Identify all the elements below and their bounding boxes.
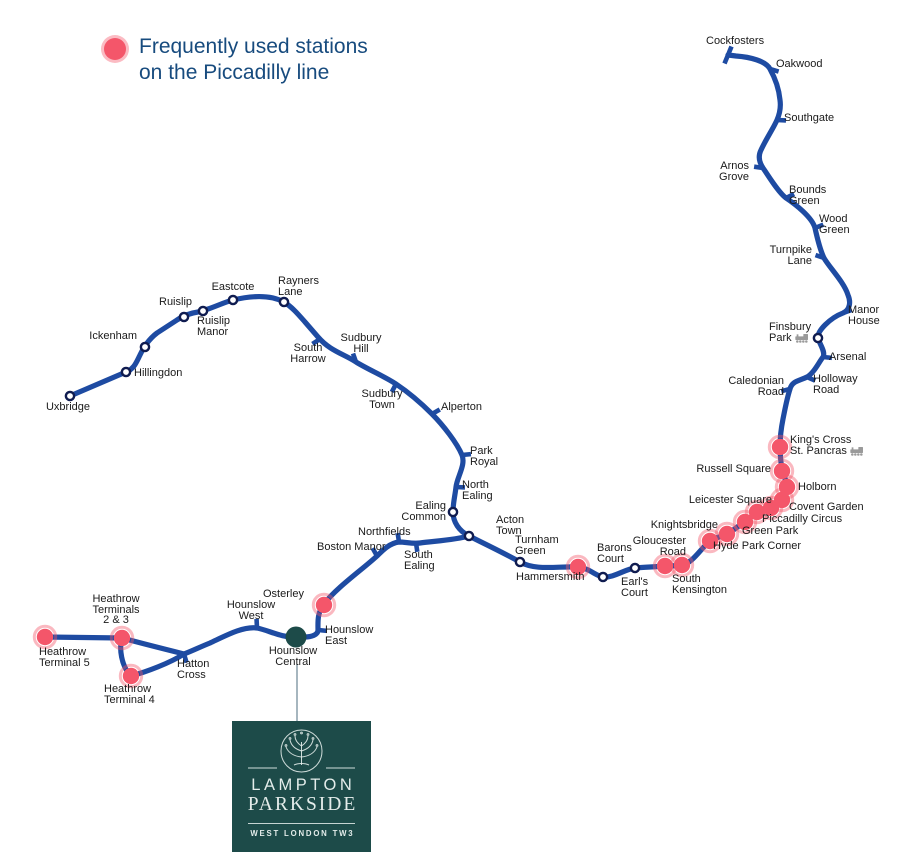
- station-kings-cross-st-pancras-frequent-marker: [771, 438, 789, 456]
- station-alperton-tick: [430, 407, 441, 416]
- station-ickenham-interchange-marker: [139, 341, 151, 353]
- station-covent-garden-frequent-marker: [773, 491, 791, 509]
- station-bounds-green-tick: [784, 191, 796, 201]
- station-turnham-green-interchange-marker: [514, 556, 526, 568]
- cockfosters-terminus-bar: [722, 45, 734, 65]
- station-ealing-common-interchange-marker: [447, 506, 459, 518]
- station-south-ealing-tick: [413, 542, 420, 553]
- station-russell-square-halo: [769, 458, 795, 484]
- legend-line-1: Frequently used stations: [139, 35, 368, 58]
- station-barons-court-interchange-marker: [597, 571, 609, 583]
- station-hyde-park-corner-halo: [714, 521, 740, 547]
- station-park-royal-tick: [461, 451, 472, 458]
- station-heathrow-terminal-4-frequent-marker: [122, 667, 140, 685]
- station-rayners-lane-interchange-marker: [278, 296, 290, 308]
- rail-line-terminal5-link: [42, 634, 125, 641]
- logo-divider: [248, 823, 355, 824]
- logo-name-line-2: PARKSIDE: [247, 794, 358, 815]
- station-hammersmith-frequent-marker: [569, 558, 587, 576]
- legend-line-2: on the Piccadilly line: [139, 61, 330, 84]
- station-osterley-halo: [311, 592, 337, 618]
- station-hounslow-central-highlight-marker: [285, 626, 307, 648]
- station-oakwood-tick: [769, 66, 780, 74]
- station-gloucester-road-frequent-marker: [656, 557, 674, 575]
- station-holborn-frequent-marker: [778, 478, 796, 496]
- station-arnos-grove-tick: [753, 164, 764, 171]
- station-hammersmith-halo: [565, 554, 591, 580]
- station-heathrow-terminal-5-frequent-marker: [36, 628, 54, 646]
- station-ruislip-interchange-marker: [178, 311, 190, 323]
- station-holloway-road-tick: [806, 374, 817, 383]
- station-finsbury-park-interchange-marker: [812, 332, 824, 344]
- frequent-station-legend-icon: [104, 38, 126, 60]
- station-green-park-frequent-marker: [736, 513, 754, 531]
- station-heathrow-terminals-2-3-halo: [109, 625, 135, 651]
- station-sudbury-town-tick: [389, 382, 399, 394]
- station-south-harrow-tick: [311, 337, 322, 346]
- station-hatton-cross-tick: [181, 653, 189, 664]
- station-northfields-tick: [395, 532, 402, 543]
- station-sudbury-hill-tick: [350, 352, 359, 363]
- station-knightsbridge-halo: [697, 528, 723, 554]
- station-knightsbridge-frequent-marker: [701, 532, 719, 550]
- station-heathrow-terminals-2-3-frequent-marker: [113, 629, 131, 647]
- station-turnpike-lane-tick: [814, 252, 825, 261]
- station-heathrow-terminal-5-halo: [32, 624, 58, 650]
- station-south-kensington-frequent-marker: [673, 556, 691, 574]
- legend: Frequently used stations on the Piccadil…: [104, 34, 368, 86]
- station-manor-house-tick: [842, 307, 853, 316]
- station-hounslow-east-tick: [317, 627, 328, 634]
- station-green-park-halo: [732, 509, 758, 535]
- station-earls-court-interchange-marker: [629, 562, 641, 574]
- station-hyde-park-corner-frequent-marker: [718, 525, 736, 543]
- station-arsenal-tick: [822, 354, 833, 361]
- station-russell-square-frequent-marker: [773, 462, 791, 480]
- station-ruislip-manor-interchange-marker: [197, 305, 209, 317]
- lampton-parkside-logo: LAMPTON PARKSIDE WEST LONDON TW3: [232, 721, 371, 852]
- tree-emblem-icon: [248, 729, 355, 773]
- station-piccadilly-circus-frequent-marker: [748, 503, 766, 521]
- station-osterley-frequent-marker: [315, 596, 333, 614]
- station-uxbridge-interchange-marker: [64, 390, 76, 402]
- station-eastcote-interchange-marker: [227, 294, 239, 306]
- station-kings-cross-st-pancras-halo: [767, 434, 793, 460]
- legend-label: Frequently used stations on the Piccadil…: [139, 34, 368, 86]
- rail-line-heathrow-branch: [181, 533, 472, 657]
- logo-tagline: WEST LONDON TW3: [250, 829, 355, 838]
- station-acton-town-interchange-marker: [463, 530, 475, 542]
- logo-name-line-1: LAMPTON: [251, 776, 356, 794]
- station-south-kensington-halo: [669, 552, 695, 578]
- station-wood-green-tick: [814, 222, 825, 231]
- station-hillingdon-interchange-marker: [120, 366, 132, 378]
- station-caledonian-road-tick: [780, 386, 791, 394]
- station-boston-manor-tick: [370, 547, 380, 558]
- station-heathrow-terminal-4-halo: [118, 663, 144, 689]
- rail-line-terminal4-branch: [128, 651, 187, 679]
